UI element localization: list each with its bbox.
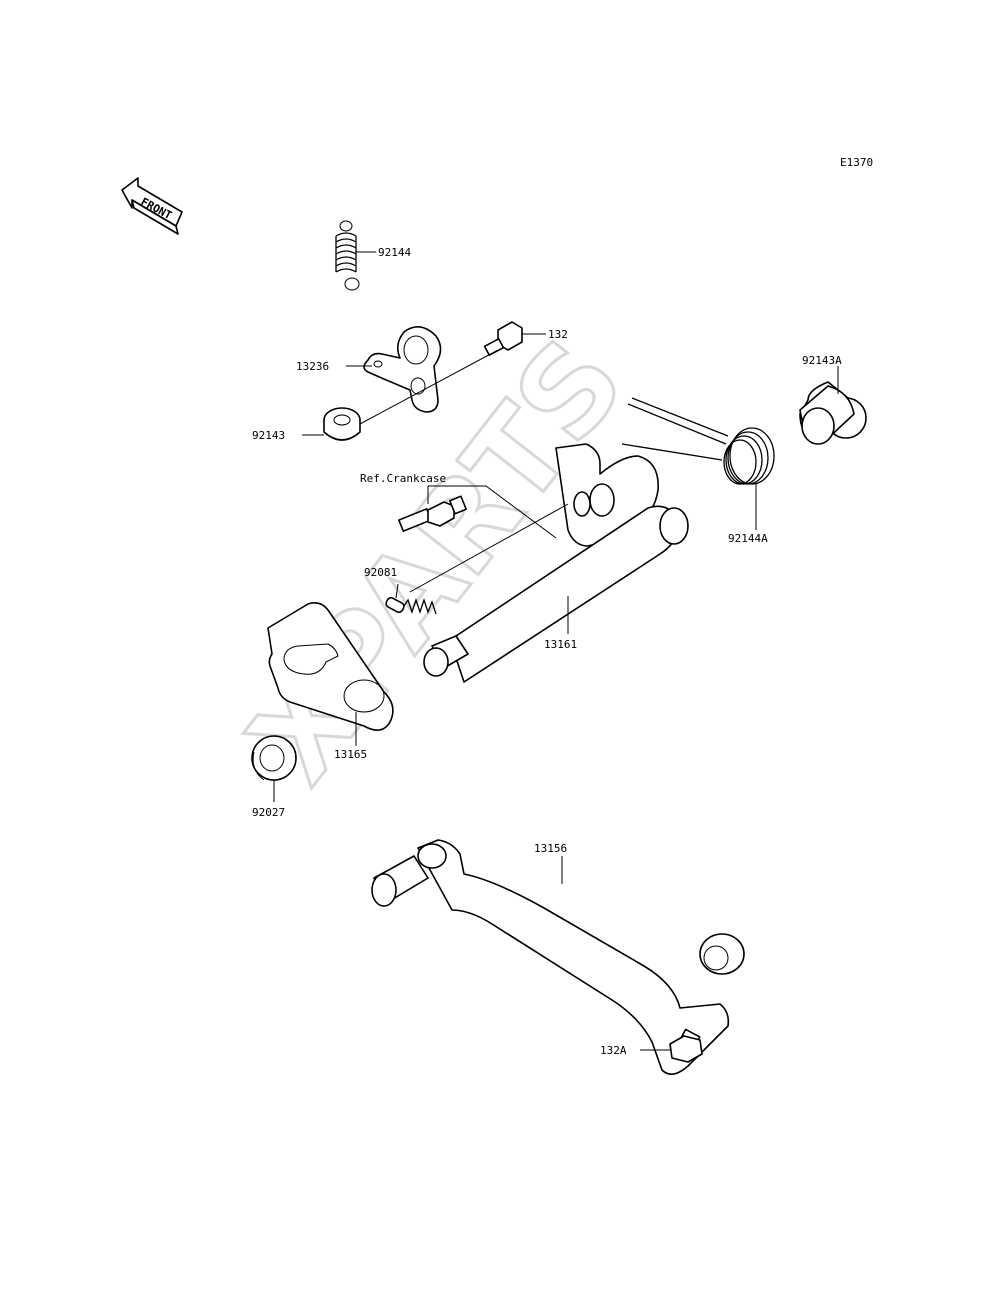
arm-13236	[346, 326, 499, 425]
label-13165: 13165	[334, 748, 367, 761]
collar-92143A	[799, 366, 867, 445]
washer-92027	[251, 735, 297, 802]
label-ref-crankcase: Ref.Crankcase	[360, 472, 446, 485]
spring-92144A	[621, 397, 775, 530]
label-13156: 13156	[534, 842, 567, 855]
crankcase-pin	[398, 485, 557, 539]
pedal-13156	[371, 839, 745, 1075]
label-132A: 132A	[600, 1044, 627, 1057]
bolt-132	[483, 321, 546, 356]
plate-13165	[267, 602, 394, 746]
label-92144: 92144	[378, 246, 411, 259]
label-92027: 92027	[252, 806, 285, 819]
label-92081: 92081	[364, 566, 397, 579]
spring-92144	[335, 220, 376, 291]
label-92143: 92143	[252, 429, 285, 442]
label-92143A: 92143A	[802, 354, 842, 367]
pin-92081	[385, 503, 569, 615]
bolt-132A	[640, 1028, 703, 1063]
label-92144A: 92144A	[728, 532, 768, 545]
diagram-code: E1370	[840, 156, 873, 169]
label-13236: 13236	[296, 360, 329, 373]
front-arrow-icon: FRONT	[121, 177, 183, 235]
label-132: 132	[548, 328, 568, 341]
label-13161: 13161	[544, 638, 577, 651]
shaft-13161	[423, 443, 689, 683]
collar-92143	[302, 407, 361, 441]
